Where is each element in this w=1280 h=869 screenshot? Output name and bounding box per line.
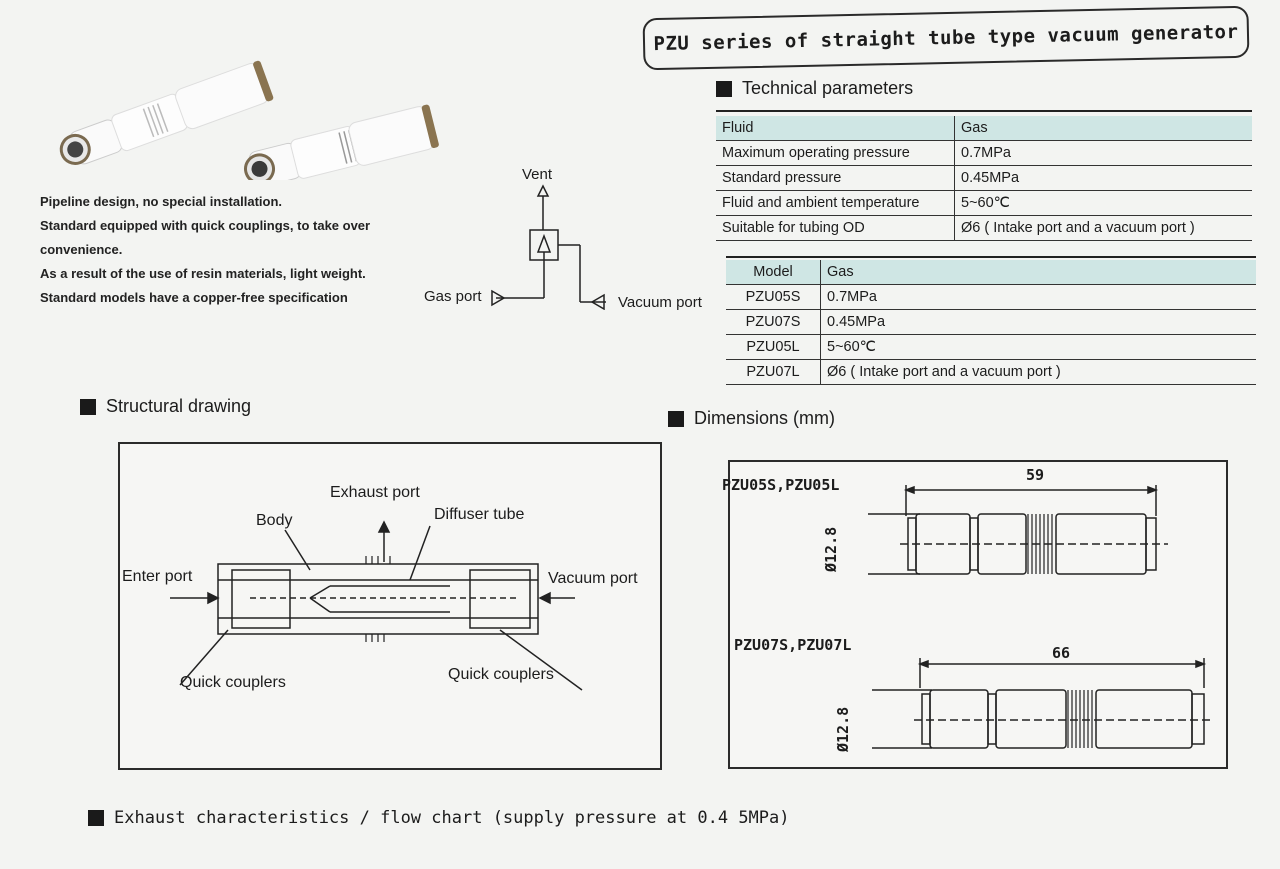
feature-item: Standard equipped with quick couplings, …: [40, 218, 371, 257]
exhaust-port-label: Exhaust port: [330, 484, 420, 501]
table-cell: Maximum operating pressure: [716, 140, 955, 166]
table-cell: Standard pressure: [716, 165, 955, 191]
quick-couplers-right-label: Quick couplers: [448, 666, 554, 683]
table-cell: 0.45MPa: [954, 165, 1252, 191]
table-cell: 0.7MPa: [820, 284, 1256, 310]
vacuum-port-label: Vacuum port: [548, 570, 638, 587]
section-square-icon: [668, 410, 684, 427]
bottom-diameter-label: Ø12.8: [834, 706, 852, 752]
section-square-icon: [80, 398, 96, 415]
cross-section-drawing: [170, 520, 583, 691]
table-cell: PZU07L: [726, 359, 821, 385]
tech-top-rule: [716, 110, 1252, 112]
dimension-drawing-bottom: [872, 658, 1214, 749]
table-cell: Ø6 ( Intake port and a vacuum port ): [820, 359, 1256, 385]
dimensions-heading: Dimensions (mm): [668, 408, 835, 429]
body-label: Body: [256, 512, 293, 529]
table-cell: Ø6 ( Intake port and a vacuum port ): [954, 215, 1252, 241]
structural-heading-text: Structural drawing: [106, 396, 252, 416]
table-cell: 0.45MPa: [820, 309, 1256, 335]
table-cell: PZU05L: [726, 334, 821, 360]
dimensions-box: [728, 460, 1228, 769]
table-cell: Suitable for tubing OD: [716, 215, 955, 241]
table-cell: PZU07S: [726, 309, 821, 335]
bottom-length-label: 66: [1052, 644, 1071, 662]
symbol-vacuum-port-label: Vacuum port: [618, 294, 702, 311]
table-cell: 0.7MPa: [954, 140, 1252, 166]
diffuser-tube-label: Diffuser tube: [434, 506, 525, 523]
dimension-drawing-top: [868, 485, 1168, 575]
exhaust-heading: Exhaust characteristics / flow chart (su…: [88, 808, 790, 828]
exhaust-heading-text: Exhaust characteristics / flow chart (su…: [114, 808, 790, 828]
quick-couplers-left-label: Quick couplers: [180, 674, 286, 691]
top-diameter-label: Ø12.8: [822, 526, 840, 572]
section-square-icon: [716, 80, 732, 97]
model-top-rule: [726, 256, 1256, 258]
feature-item: As a result of the use of resin material…: [40, 266, 366, 281]
enter-port-label: Enter port: [122, 568, 193, 585]
tech-heading: Technical parameters: [716, 78, 913, 99]
page-title: PZU series of straight tube type vacuum …: [642, 5, 1250, 71]
feature-item: Pipeline design, no special installation…: [40, 194, 282, 209]
table-cell: Gas: [954, 116, 1252, 141]
table-cell: Fluid and ambient temperature: [716, 190, 955, 216]
product-photo: [59, 60, 439, 180]
top-models-label: PZU05S,PZU05L: [722, 476, 840, 494]
tech-heading-text: Technical parameters: [742, 78, 914, 98]
table-cell: 5~60℃: [820, 334, 1256, 360]
table-cell: Gas: [820, 260, 1256, 285]
structural-heading: Structural drawing: [80, 396, 251, 417]
feature-item: Standard models have a copper-free speci…: [40, 290, 348, 305]
table-cell: Fluid: [716, 116, 955, 141]
table-cell: PZU05S: [726, 284, 821, 310]
top-length-label: 59: [1026, 466, 1045, 484]
vent-label: Vent: [522, 166, 553, 183]
bottom-models-label: PZU07S,PZU07L: [734, 636, 852, 654]
gas-port-label: Gas port: [424, 288, 482, 305]
feature-list: Pipeline design, no special installation…: [40, 190, 420, 310]
structural-drawing-box: [118, 442, 662, 770]
table-cell: 5~60℃: [954, 190, 1252, 216]
table-cell: Model: [726, 260, 821, 285]
section-square-icon: [88, 810, 104, 826]
dimensions-heading-text: Dimensions (mm): [694, 408, 836, 428]
vacuum-generator-symbol: [491, 184, 606, 310]
